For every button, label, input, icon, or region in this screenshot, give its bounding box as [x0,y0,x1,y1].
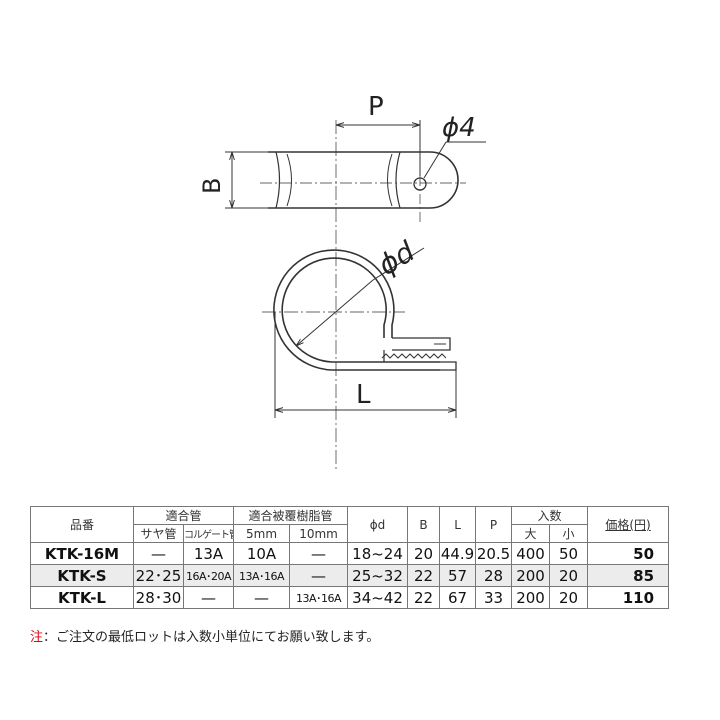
label-l: L [356,380,371,410]
cell-l: 67 [439,586,477,609]
cell-qty-large: 200 [511,586,551,609]
header-pipe-group: 適合管 [132,506,235,525]
dimension-p [336,120,421,176]
cell-phid: 18~24 [347,542,409,565]
side-view [262,249,457,371]
cell-b: 20 [407,542,441,565]
cell-corrugate: 16A･20A [182,564,235,587]
top-view [260,120,466,470]
header-qty-small: 小 [549,524,589,543]
label-b: B [198,178,226,194]
header-l: L [439,506,477,543]
cell-qty-small: 20 [549,586,589,609]
label-p: P [368,92,384,122]
cell-resin-5mm: 10A [233,542,291,565]
header-p: P [475,506,513,543]
cell-p: 28 [475,564,513,587]
cell-qty-large: 400 [511,542,551,565]
dimension-phid [296,247,425,346]
cell-price: 85 [587,564,670,587]
cell-l: 57 [439,564,477,587]
cell-resin-10mm: 13A･16A [289,586,349,609]
header-pipe-corrugate: コルゲート管 [182,524,235,543]
cell-p: 33 [475,586,513,609]
cell-resin-10mm: — [289,542,349,565]
cell-b: 22 [407,564,441,587]
cell-phid: 34~42 [347,586,409,609]
clamp-technical-drawing: P ϕ4 B ϕd L [198,92,486,470]
cell-model: KTK-S [30,564,134,587]
header-resin-group: 適合被覆樹脂管 [233,506,349,525]
dimension-l [274,312,457,418]
header-resin-5mm: 5mm [233,524,291,543]
header-model: 品番 [30,506,134,543]
header-b: B [407,506,441,543]
header-phid: ϕd [347,506,409,543]
table-row: KTK-S 22･25 16A･20A 13A･16A — 25~32 22 5… [30,564,670,587]
cell-resin-5mm: 13A･16A [233,564,291,587]
header-qty-large: 大 [511,524,551,543]
dimension-b [225,151,268,209]
cell-model: KTK-L [30,586,134,609]
cell-saya: 28･30 [133,586,184,609]
header-resin-10mm: 10mm [289,524,349,543]
label-phid: ϕd [372,235,420,282]
header-price: 価格(円) [587,506,670,543]
spec-table: 品番 適合管 適合被覆樹脂管 ϕd B L P 入数 価格(円) サヤ管 コルゲ… [30,506,670,609]
cell-p: 20.5 [475,542,513,565]
note-mark: 注 [30,630,44,645]
cell-qty-small: 20 [549,564,589,587]
table-row: KTK-L 28･30 — — 13A･16A 34~42 22 67 33 2… [30,586,670,609]
cell-b: 22 [407,586,441,609]
cell-qty-large: 200 [511,564,551,587]
table-row: KTK-16M — 13A 10A — 18~24 20 44.9 20.5 4… [30,542,670,565]
cell-price: 50 [587,542,670,565]
header-pipe-saya: サヤ管 [133,524,184,543]
header-qty-group: 入数 [511,506,589,525]
cell-phid: 25~32 [347,564,409,587]
leader-phi4 [423,141,486,179]
cell-corrugate: — [182,586,235,609]
cell-resin-5mm: — [233,586,291,609]
cell-saya: 22･25 [133,564,184,587]
cell-l: 44.9 [439,542,477,565]
note-text: ：ご注文の最低ロットは入数小単位にてお願い致します。 [43,630,380,645]
cell-corrugate: 13A [182,542,235,565]
cell-price: 110 [587,586,670,609]
label-phi4: ϕ4 [442,113,476,143]
cell-resin-10mm: — [289,564,349,587]
order-note: 注：ご注文の最低ロットは入数小単位にてお願い致します。 [30,626,379,645]
cell-qty-small: 50 [549,542,589,565]
cell-saya: — [133,542,184,565]
cell-model: KTK-16M [30,542,134,565]
